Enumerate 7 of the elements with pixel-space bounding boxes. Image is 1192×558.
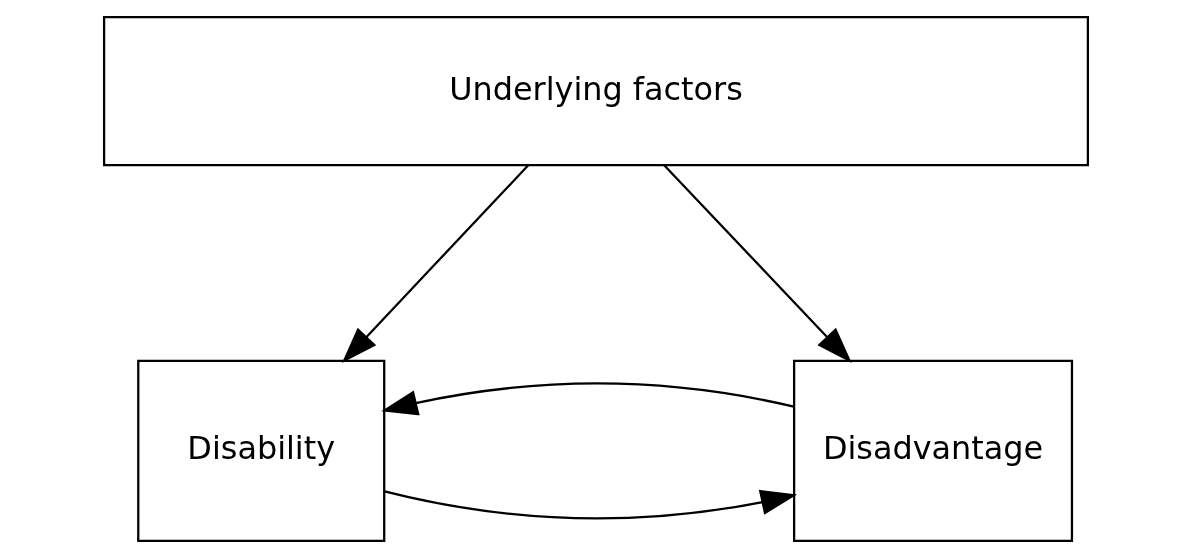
node-box: Disadvantage: [793, 359, 1074, 543]
arrow: [384, 489, 798, 520]
arrow: [381, 382, 795, 416]
node-box: Disability: [137, 359, 386, 543]
node-box: Underlying factors: [102, 15, 1090, 167]
arrow: [663, 164, 852, 363]
arrow: [341, 164, 530, 363]
